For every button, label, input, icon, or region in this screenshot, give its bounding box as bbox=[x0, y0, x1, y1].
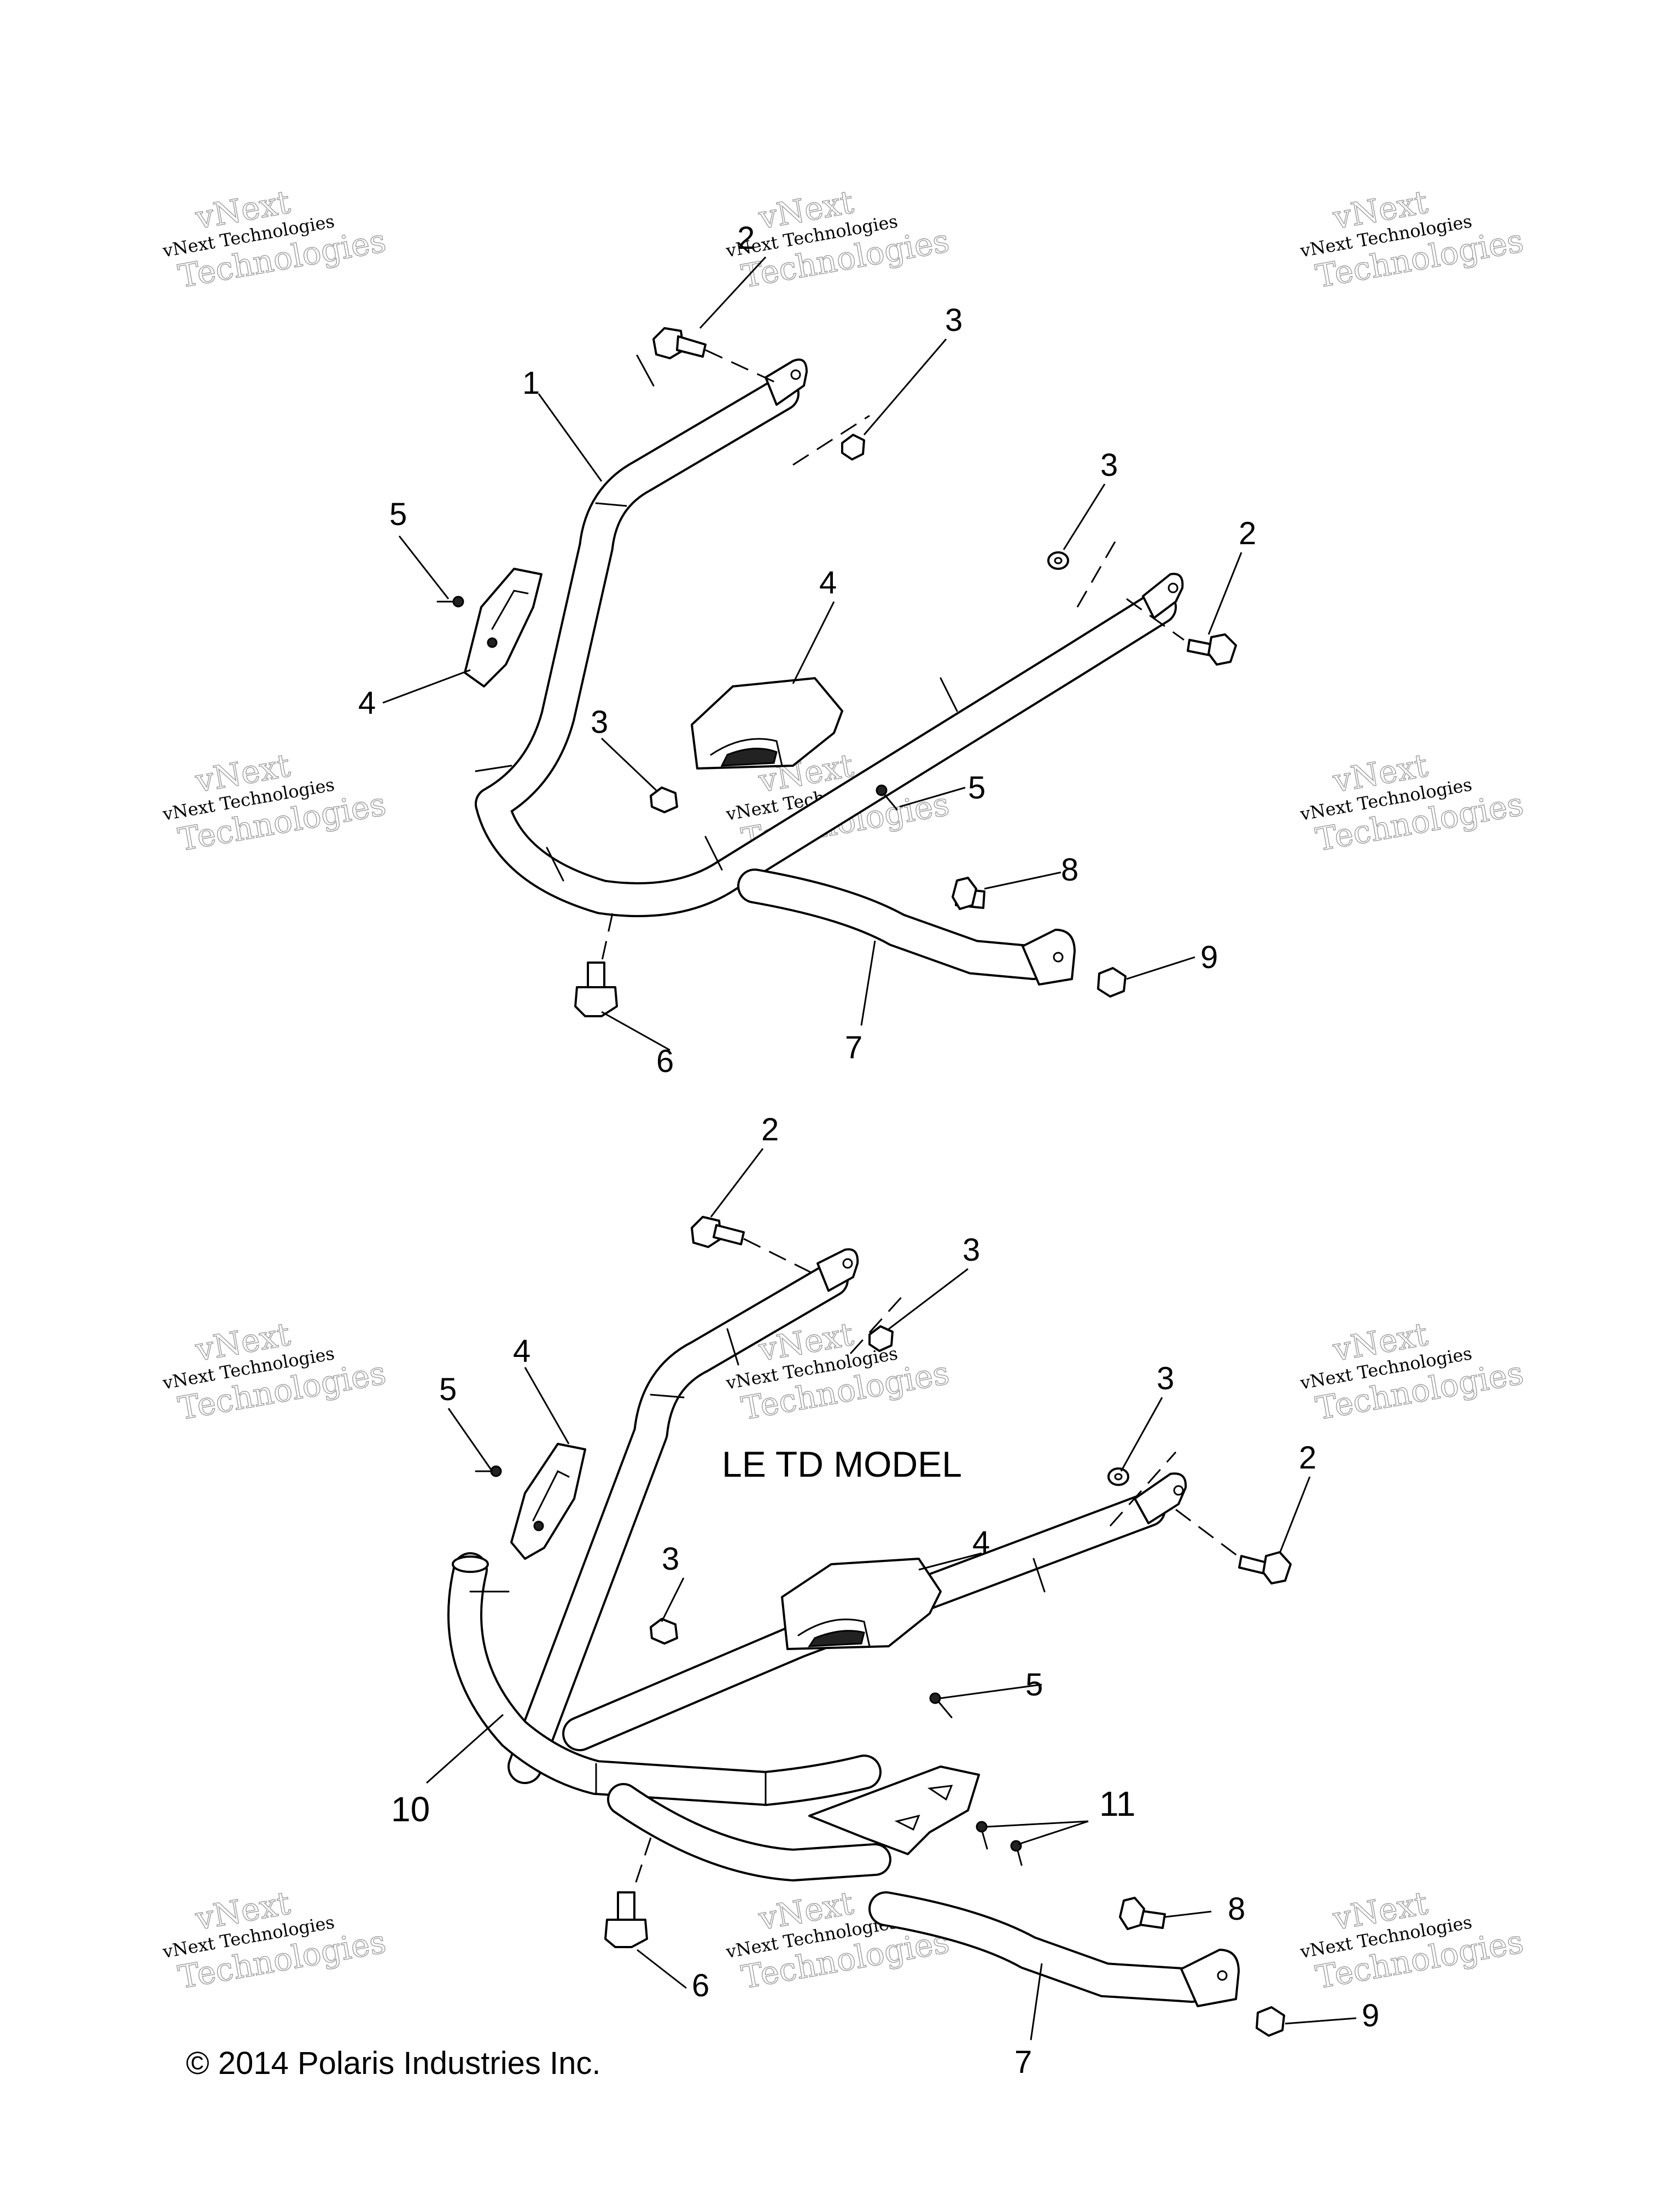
bolt-2-bottom-right bbox=[1238, 1551, 1292, 1584]
bolt-2-bottom-top bbox=[691, 1216, 745, 1248]
watermark: vNext vNext Technologies Technologies bbox=[724, 1884, 952, 1996]
watermark: vNext vNext Technologies Technologies bbox=[1298, 746, 1526, 859]
callout-label: 7 bbox=[1014, 2044, 1032, 2080]
callout-label: 11 bbox=[1099, 1784, 1135, 1823]
callout-label: 6 bbox=[692, 1968, 709, 2003]
mount-bracket-left-bottom bbox=[510, 1443, 586, 1560]
watermark: vNext vNext Technologies Technologies bbox=[161, 1315, 389, 1427]
front-tube-10 bbox=[447, 1552, 891, 1882]
mount-bracket-center-bottom bbox=[781, 1558, 942, 1650]
callout-label: 9 bbox=[1200, 940, 1218, 975]
callout-label: 9 bbox=[1362, 1998, 1379, 2033]
bar-7-top bbox=[737, 869, 1076, 986]
watermark: vNext vNext Technologies Technologies bbox=[1298, 1315, 1526, 1427]
callout-label: 3 bbox=[962, 1232, 980, 1268]
bolt-6 bbox=[574, 962, 618, 1017]
bolt-6-bottom bbox=[604, 1891, 648, 1948]
bolt-8-bottom bbox=[1119, 1897, 1166, 1930]
nut-3-bottom-center bbox=[650, 1618, 678, 1645]
callout-label: 3 bbox=[591, 704, 608, 740]
top-assembly: 1 2 3 3 2 5 4 4 3 5 8 9 6 7 bbox=[358, 220, 1256, 1079]
watermark: vNext vNext Technologies Technologies bbox=[1298, 183, 1526, 295]
watermark-group: vNext vNext Technologies Technologies vN… bbox=[161, 183, 1526, 1996]
callout-label: 5 bbox=[968, 770, 985, 806]
bolt-8-top bbox=[952, 877, 985, 910]
screw-5-bottom-left bbox=[475, 1465, 502, 1477]
callout-label: 4 bbox=[972, 1525, 990, 1560]
callout-label: 2 bbox=[761, 1112, 779, 1147]
callout-label: 4 bbox=[358, 685, 376, 721]
watermark: vNext vNext Technologies Technologies bbox=[161, 1884, 389, 1996]
screw-5-center bbox=[876, 784, 898, 811]
watermark: vNext vNext Technologies Technologies bbox=[161, 183, 389, 295]
mount-bracket-left bbox=[464, 568, 542, 687]
callout-label: 2 bbox=[737, 220, 755, 256]
screw-5-bottom-center bbox=[929, 1692, 953, 1718]
nut-9-top bbox=[1097, 967, 1127, 998]
callout-label: 3 bbox=[1100, 447, 1118, 483]
bar-7-bottom bbox=[868, 1891, 1240, 2007]
callout-label: 2 bbox=[1299, 1440, 1316, 1476]
callout-label: 5 bbox=[439, 1372, 457, 1407]
nut-3-center bbox=[650, 786, 678, 813]
callout-label: 4 bbox=[819, 565, 837, 601]
watermark: vNext vNext Technologies Technologies bbox=[161, 746, 389, 859]
nut-3-bottom-top bbox=[868, 1325, 894, 1352]
bumper-tube bbox=[475, 354, 1184, 917]
callout-label: 8 bbox=[1228, 1891, 1245, 1927]
callout-label: 3 bbox=[662, 1541, 679, 1577]
nut-3-top bbox=[841, 434, 865, 461]
screw-5-left bbox=[436, 596, 464, 608]
washer-3-right bbox=[1047, 551, 1069, 570]
callout-label: 3 bbox=[945, 302, 962, 338]
callout-label: 3 bbox=[1157, 1361, 1174, 1396]
washer-3-bottom-right bbox=[1107, 1467, 1129, 1486]
bolt-2-right bbox=[1187, 633, 1237, 666]
screw-11 bbox=[976, 1821, 1023, 1866]
callout-label: 6 bbox=[656, 1044, 674, 1079]
nut-9-bottom bbox=[1256, 2006, 1285, 2037]
callout-label: 2 bbox=[1239, 516, 1256, 551]
callout-label: 1 bbox=[522, 365, 540, 401]
callout-label: 8 bbox=[1061, 852, 1078, 888]
callout-label: 5 bbox=[1025, 1667, 1043, 1703]
mount-bracket-center bbox=[691, 677, 843, 770]
callout-label: 5 bbox=[389, 497, 407, 532]
copyright-notice: © 2014 Polaris Industries Inc. bbox=[186, 2046, 600, 2081]
callout-label: 4 bbox=[513, 1333, 530, 1369]
bottom-assembly: LE TD MODEL bbox=[391, 1112, 1379, 2080]
skid-plate bbox=[808, 1765, 980, 1855]
bolt-2-top-left bbox=[652, 327, 707, 359]
bumper-tube-bottom bbox=[508, 1248, 1187, 1784]
callout-label: 10 bbox=[391, 1790, 430, 1829]
model-label: LE TD MODEL bbox=[722, 1444, 962, 1484]
callout-label: 7 bbox=[845, 1030, 862, 1065]
watermark: vNext vNext Technologies Technologies bbox=[724, 183, 952, 295]
watermark: vNext vNext Technologies Technologies bbox=[1298, 1884, 1526, 1996]
